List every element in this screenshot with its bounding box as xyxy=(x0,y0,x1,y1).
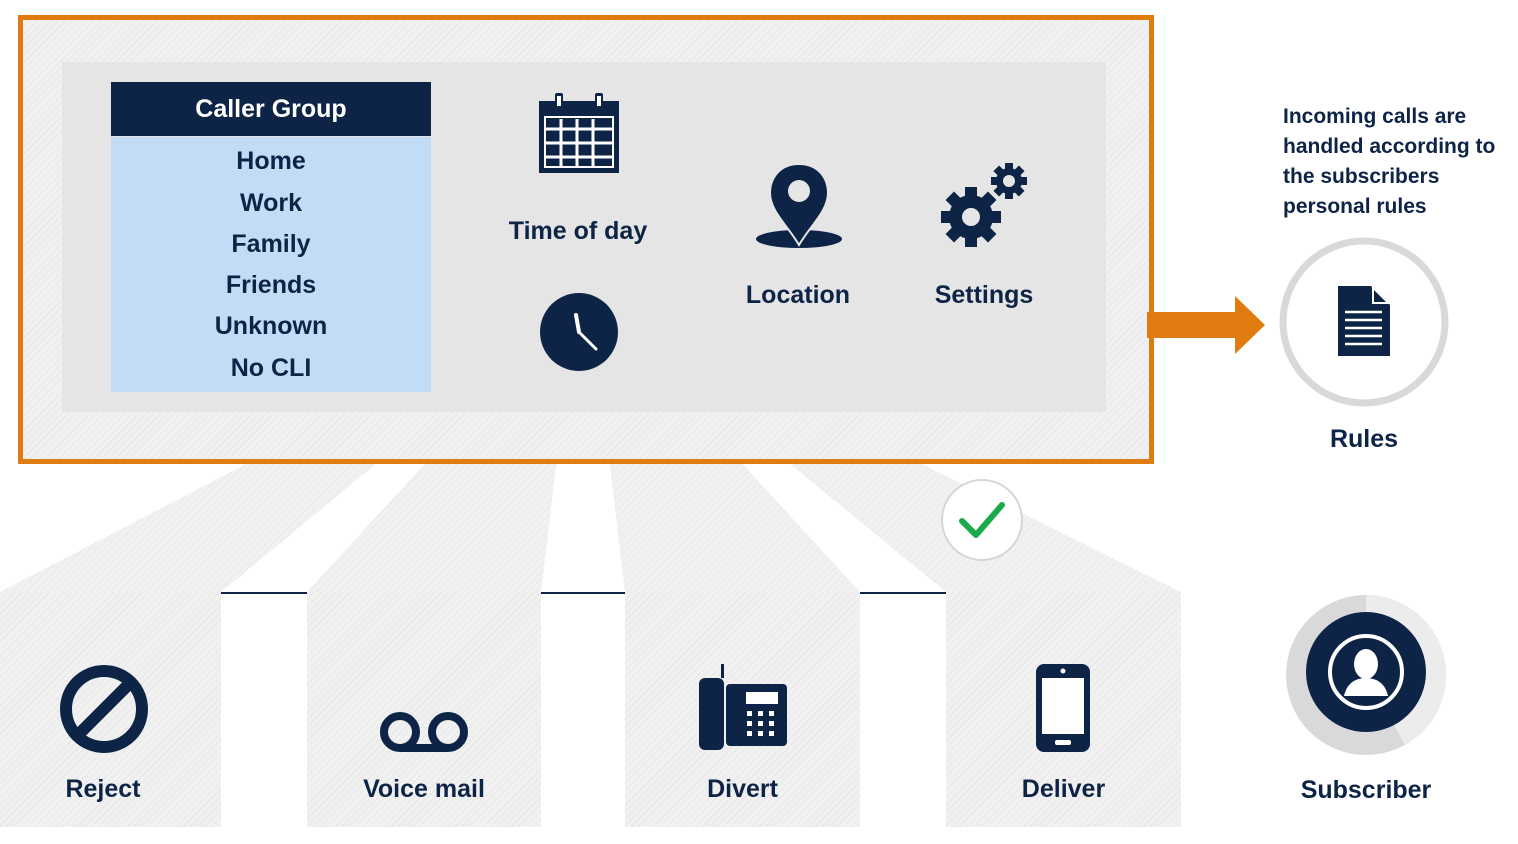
caller-group-item: No CLI xyxy=(230,354,312,382)
action-label: Reject xyxy=(65,775,141,803)
fan-divert xyxy=(609,458,860,592)
caller-group-list: Home Work Family Friends Unknown No CLI xyxy=(111,137,431,392)
time-of-day-label: Time of day xyxy=(508,217,648,245)
subscriber-label: Subscriber xyxy=(1300,776,1432,804)
action-label: Voice mail xyxy=(363,775,485,803)
calendar-icon xyxy=(539,93,619,173)
action-voicemail: Voice mail xyxy=(307,592,541,827)
divider-line xyxy=(541,592,625,594)
caller-group-item: Work xyxy=(239,189,303,217)
clock-icon xyxy=(540,293,618,371)
caller-group-title: Caller Group xyxy=(195,94,347,123)
subscriber-avatar-icon xyxy=(1286,594,1447,755)
fan-voicemail xyxy=(307,458,557,592)
rules-note: Incoming calls are handled according to … xyxy=(1283,105,1496,218)
action-divert: Divert xyxy=(625,592,860,827)
location-pin-icon xyxy=(756,162,842,248)
settings-label: Settings xyxy=(934,281,1034,309)
caller-group-header: Caller Group xyxy=(111,82,431,136)
action-label: Deliver xyxy=(1021,775,1106,803)
caller-group-item: Home xyxy=(236,147,306,175)
action-label: Divert xyxy=(707,775,778,803)
arrow-right-icon xyxy=(1147,296,1265,354)
mobile-phone-icon xyxy=(1036,664,1090,752)
check-icon xyxy=(941,479,1023,561)
desk-phone-icon xyxy=(699,664,787,750)
voicemail-icon xyxy=(380,712,468,752)
rules-document-icon xyxy=(1279,237,1449,407)
gears-icon xyxy=(941,163,1027,247)
divider-line xyxy=(860,592,946,594)
caller-group-item: Family xyxy=(231,230,311,258)
fan-reject xyxy=(0,458,383,592)
rules-label: Rules xyxy=(1329,425,1399,453)
caller-group-item: Unknown xyxy=(214,312,328,340)
action-reject: Reject xyxy=(0,592,221,827)
reject-icon xyxy=(60,665,148,753)
caller-group-item: Friends xyxy=(225,271,317,299)
divider-line xyxy=(221,592,307,594)
location-label: Location xyxy=(745,281,851,309)
action-deliver: Deliver xyxy=(946,592,1181,827)
